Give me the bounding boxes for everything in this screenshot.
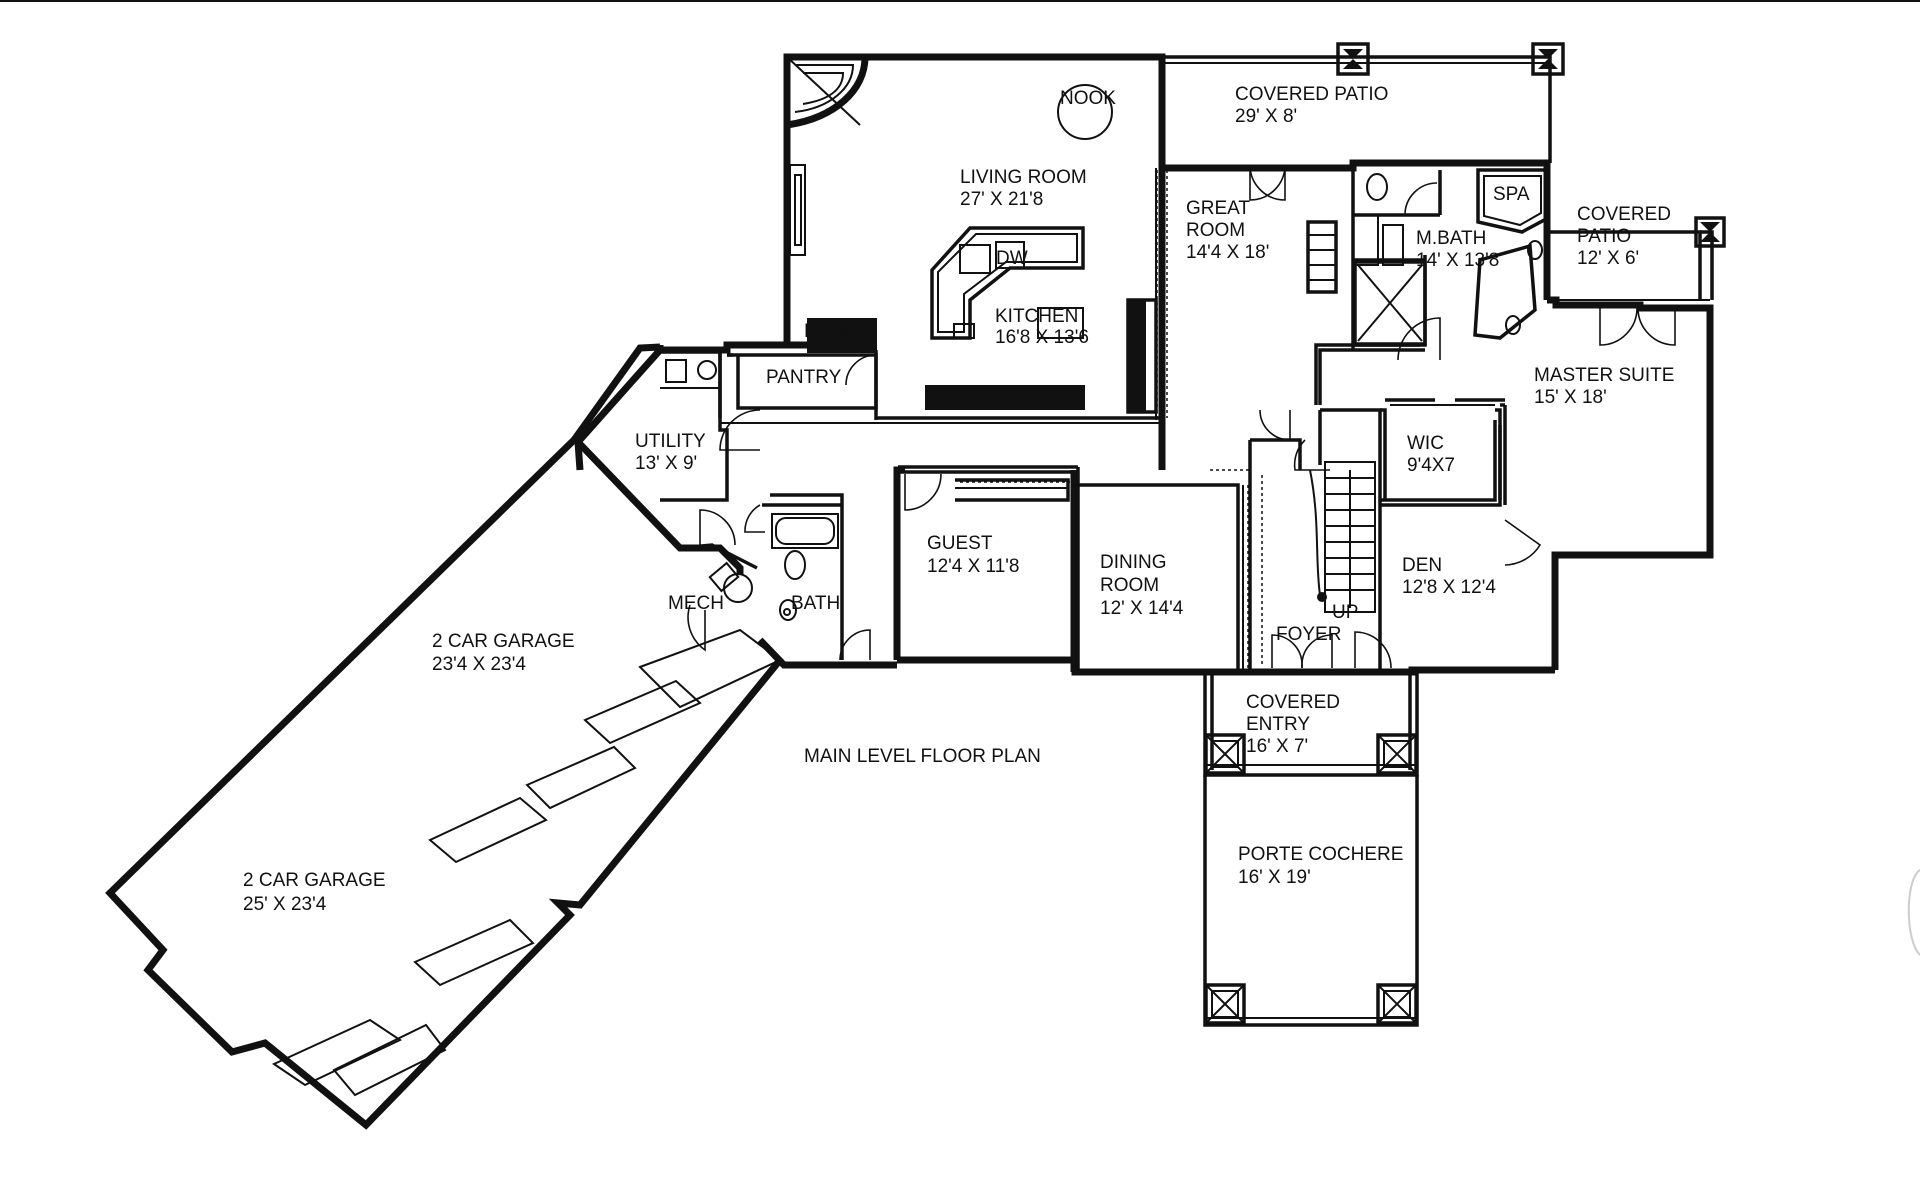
covered-patio-right-name-2: PATIO <box>1577 226 1631 247</box>
living-room-name: LIVING ROOM <box>960 167 1087 188</box>
pantry-label: PANTRY <box>766 367 842 388</box>
great-room-name-1: GREAT <box>1186 198 1250 219</box>
great-room-name-2: ROOM <box>1186 220 1245 241</box>
m-bath-name: M.BATH <box>1416 228 1486 249</box>
covered-patio-top-name: COVERED PATIO <box>1235 84 1388 105</box>
kitchen-island <box>930 226 1085 340</box>
interior-walls <box>660 168 1550 672</box>
dining-room-name-1: DINING <box>1100 552 1167 573</box>
porte-cochere-name: PORTE COCHERE <box>1238 844 1403 865</box>
garage-upper-name: 2 CAR GARAGE <box>432 631 575 652</box>
den-name: DEN <box>1402 555 1442 576</box>
covered-entry-outline <box>1203 672 1419 777</box>
doors <box>687 164 1676 669</box>
covered-entry-name-2: ENTRY <box>1246 714 1310 735</box>
kitchen-name: KITCHEN <box>995 306 1078 327</box>
wic-dims: 9'4X7 <box>1407 455 1455 476</box>
post-icon <box>1336 42 1370 76</box>
bath-fixtures <box>665 173 1543 621</box>
covered-entry-dims: 16' X 7' <box>1246 736 1308 757</box>
wic-name: WIC <box>1407 433 1444 454</box>
windows <box>960 170 1263 665</box>
mech-label: MECH <box>668 593 724 614</box>
nook-label: NOOK <box>1060 88 1116 109</box>
room-labels: COVERED PATIO 29' X 8' NOOK LIVING ROOM … <box>243 84 1674 915</box>
desk-label: DESK <box>804 321 856 342</box>
covered-patio-top-outline <box>1162 42 1565 163</box>
dining-room-name-2: ROOM <box>1100 575 1159 596</box>
nook-bay <box>783 53 1113 140</box>
post-icon <box>1204 983 1246 1025</box>
staircase <box>1309 461 1376 613</box>
post-icon <box>1694 216 1726 248</box>
covered-patio-right-dims: 12' X 6' <box>1577 248 1639 269</box>
master-suite-name: MASTER SUITE <box>1534 365 1674 386</box>
porte-cochere-dims: 16' X 19' <box>1238 867 1311 888</box>
guest-name: GUEST <box>927 533 993 554</box>
utility-name: UTILITY <box>635 431 706 452</box>
m-bath-dims: 14' X 13'8 <box>1416 250 1499 271</box>
kitchen-counters <box>789 164 1158 414</box>
den-dims: 12'8 X 12'4 <box>1402 577 1496 598</box>
scan-edge-mark <box>1907 869 1920 956</box>
dw-label: DW <box>996 248 1028 269</box>
post-icon <box>1204 733 1246 775</box>
post-icon <box>1376 983 1418 1025</box>
living-room-dims: 27' X 21'8 <box>960 189 1043 210</box>
covered-patio-right-outline <box>1547 216 1726 301</box>
garage-lower-name: 2 CAR GARAGE <box>243 870 386 891</box>
post-icon <box>1376 733 1418 775</box>
garage-walls <box>105 343 783 1130</box>
bath-label: BATH <box>791 593 840 614</box>
garage-lower-dims: 25' X 23'4 <box>243 894 327 915</box>
covered-patio-top-dims: 29' X 8' <box>1235 106 1297 127</box>
post-icons-entry <box>1204 733 1418 1025</box>
post-icon <box>1531 42 1565 76</box>
covered-patio-right-name-1: COVERED <box>1577 204 1671 225</box>
garage-upper-dims: 23'4 X 23'4 <box>432 654 526 675</box>
great-room-dims: 14'4 X 18' <box>1186 242 1269 263</box>
dining-room-dims: 12' X 14'4 <box>1100 598 1184 619</box>
covered-entry-name-1: COVERED <box>1246 692 1340 713</box>
utility-dims: 13' X 9' <box>635 453 697 474</box>
plan-title: MAIN LEVEL FLOOR PLAN <box>804 746 1041 767</box>
stair-up-label: UP <box>1332 602 1358 623</box>
master-suite-dims: 15' X 18' <box>1534 387 1607 408</box>
foyer-label: FOYER <box>1276 624 1341 645</box>
kitchen-dims: 16'8 X 13'6 <box>995 327 1089 348</box>
spa-label: SPA <box>1493 184 1530 205</box>
guest-dims: 12'4 X 11'8 <box>927 556 1019 577</box>
porte-cochere-outline <box>1203 775 1419 1027</box>
